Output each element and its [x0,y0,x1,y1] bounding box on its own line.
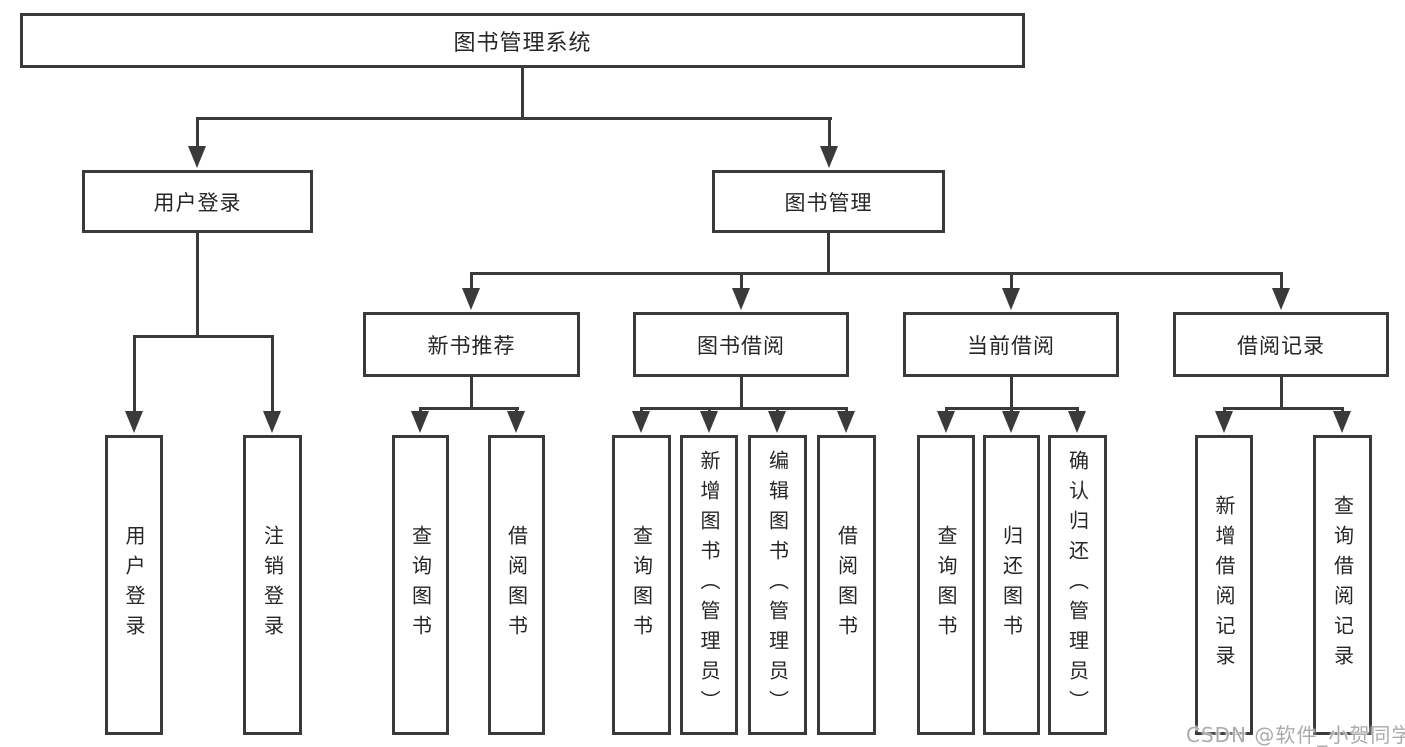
leaf-borrow-books-2: 借阅图书 [817,435,876,735]
arrowhead-down [462,288,480,310]
node-label: 新书推荐 [427,333,516,358]
leaf-query-books-3: 查询图书 [917,435,975,735]
connector-line [828,117,831,150]
node-label: 确认归还（管理员） [1065,450,1090,720]
arrowhead-down [411,411,429,433]
connector-line [196,233,199,338]
node-current-borrow: 当前借阅 [903,312,1119,377]
arrowhead-down [263,411,281,433]
leaf-query-books-2: 查询图书 [612,435,671,735]
arrowhead-down [507,411,525,433]
node-label: 图书管理系统 [453,30,592,56]
connector-line [470,377,473,410]
node-user-login: 用户登录 [82,170,313,233]
leaf-query-borrow-record: 查询借阅记录 [1313,435,1372,735]
connector-line [640,407,848,410]
leaf-user-login: 用户登录 [105,435,163,735]
node-label: 新增图书（管理员） [697,450,721,720]
node-label: 借阅记录 [1237,333,1325,358]
connector-line [419,407,519,410]
arrowhead-down [1002,411,1020,433]
connector-line [196,117,832,120]
node-borrow-records: 借阅记录 [1173,312,1389,377]
node-label: 用户登录 [153,190,242,215]
node-book-management: 图书管理 [712,170,945,233]
connector-line [1010,377,1013,410]
arrowhead-down [1002,288,1020,310]
arrowhead-down [700,411,718,433]
arrowhead-down [1068,411,1086,433]
node-label: 查询借阅记录 [1330,495,1355,675]
connector-line [196,117,199,150]
leaf-edit-books-admin: 编辑图书（管理员） [748,435,807,735]
arrowhead-down [125,411,143,433]
connector-line [133,335,274,338]
arrowhead-down [937,411,955,433]
node-label: 查询图书 [934,525,958,645]
arrowhead-down [732,288,750,310]
leaf-confirm-return-admin: 确认归还（管理员） [1048,435,1107,735]
connector-line [740,377,743,410]
leaf-borrow-books-1: 借阅图书 [488,435,545,735]
connector-line [1280,377,1283,410]
connector-line [133,335,136,415]
node-label: 借阅图书 [504,525,529,645]
arrowhead-down [1272,288,1290,310]
connector-line [470,272,1283,275]
node-new-book-recommend: 新书推荐 [363,312,580,377]
node-book-borrow: 图书借阅 [633,312,849,377]
connector-line [1280,272,1283,290]
leaf-add-borrow-record: 新增借阅记录 [1195,435,1253,735]
connector-line [740,272,743,290]
node-label: 图书借阅 [697,333,785,358]
node-label: 当前借阅 [967,333,1055,358]
node-root: 图书管理系统 [20,13,1025,68]
leaf-add-books-admin: 新增图书（管理员） [680,435,738,735]
node-label: 归还图书 [999,525,1024,645]
node-label: 查询图书 [408,525,433,645]
node-label: 用户登录 [122,525,146,645]
node-label: 新增借阅记录 [1212,495,1236,675]
connector-line [1010,272,1013,290]
connector-line [1223,407,1344,410]
arrowhead-down [1333,411,1351,433]
node-label: 注销登录 [260,525,285,645]
arrowhead-down [632,411,650,433]
leaf-query-books-1: 查询图书 [392,435,449,735]
arrowhead-down [188,146,206,168]
arrowhead-down [820,146,838,168]
connector-line [470,272,473,290]
node-label: 借阅图书 [834,525,859,645]
connector-line [827,233,830,275]
arrowhead-down [837,411,855,433]
leaf-return-books: 归还图书 [983,435,1040,735]
watermark: CSDN @软件_小贺同学 [1186,723,1405,747]
node-label: 编辑图书（管理员） [765,450,790,720]
node-label: 图书管理 [784,190,873,215]
arrowhead-down [768,411,786,433]
arrowhead-down [1215,411,1233,433]
connector-line [521,68,524,120]
connector-line [271,335,274,415]
leaf-logout: 注销登录 [243,435,302,735]
node-label: 查询图书 [629,525,654,645]
